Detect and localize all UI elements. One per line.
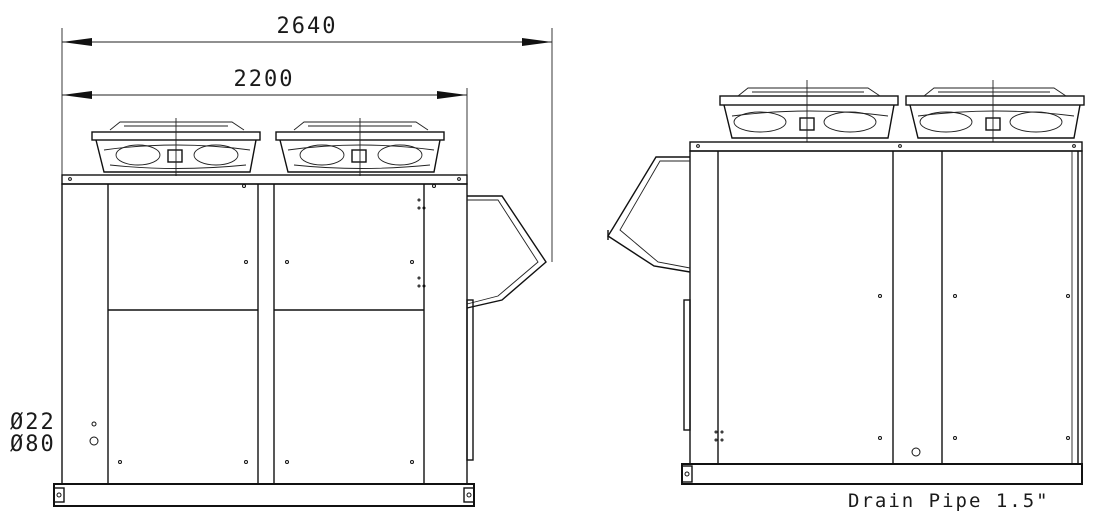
side-cabinet bbox=[683, 150, 1083, 465]
dimension-unit-width: 2200 bbox=[62, 67, 468, 175]
drain-pipe-note: Drain Pipe 1.5" bbox=[848, 490, 1050, 512]
side-fan-assembly-1 bbox=[719, 80, 899, 142]
pipe-port-small bbox=[91, 421, 97, 427]
side-view: Drain Pipe 1.5" bbox=[607, 80, 1085, 512]
side-top-rail bbox=[689, 141, 1083, 152]
side-hood bbox=[607, 156, 691, 273]
drain-port bbox=[911, 447, 921, 457]
side-fan-assembly-2 bbox=[905, 80, 1085, 142]
pipe-label-small: Ø22 bbox=[10, 410, 56, 435]
fan-assembly-2 bbox=[275, 118, 445, 176]
fan-assembly-1 bbox=[91, 118, 261, 176]
pipe-port-large bbox=[89, 436, 99, 446]
dimension-label-overall: 2640 bbox=[277, 14, 338, 39]
front-base bbox=[53, 483, 475, 507]
side-base bbox=[681, 463, 1083, 485]
dimension-overall-width: 2640 bbox=[61, 14, 553, 262]
dimension-label-unit: 2200 bbox=[234, 67, 295, 92]
front-cabinet bbox=[61, 183, 468, 485]
front-top-rail bbox=[61, 174, 468, 185]
front-view: 2640 2200 bbox=[10, 14, 553, 507]
front-side-hood bbox=[466, 195, 547, 461]
pipe-label-large: Ø80 bbox=[10, 432, 56, 457]
